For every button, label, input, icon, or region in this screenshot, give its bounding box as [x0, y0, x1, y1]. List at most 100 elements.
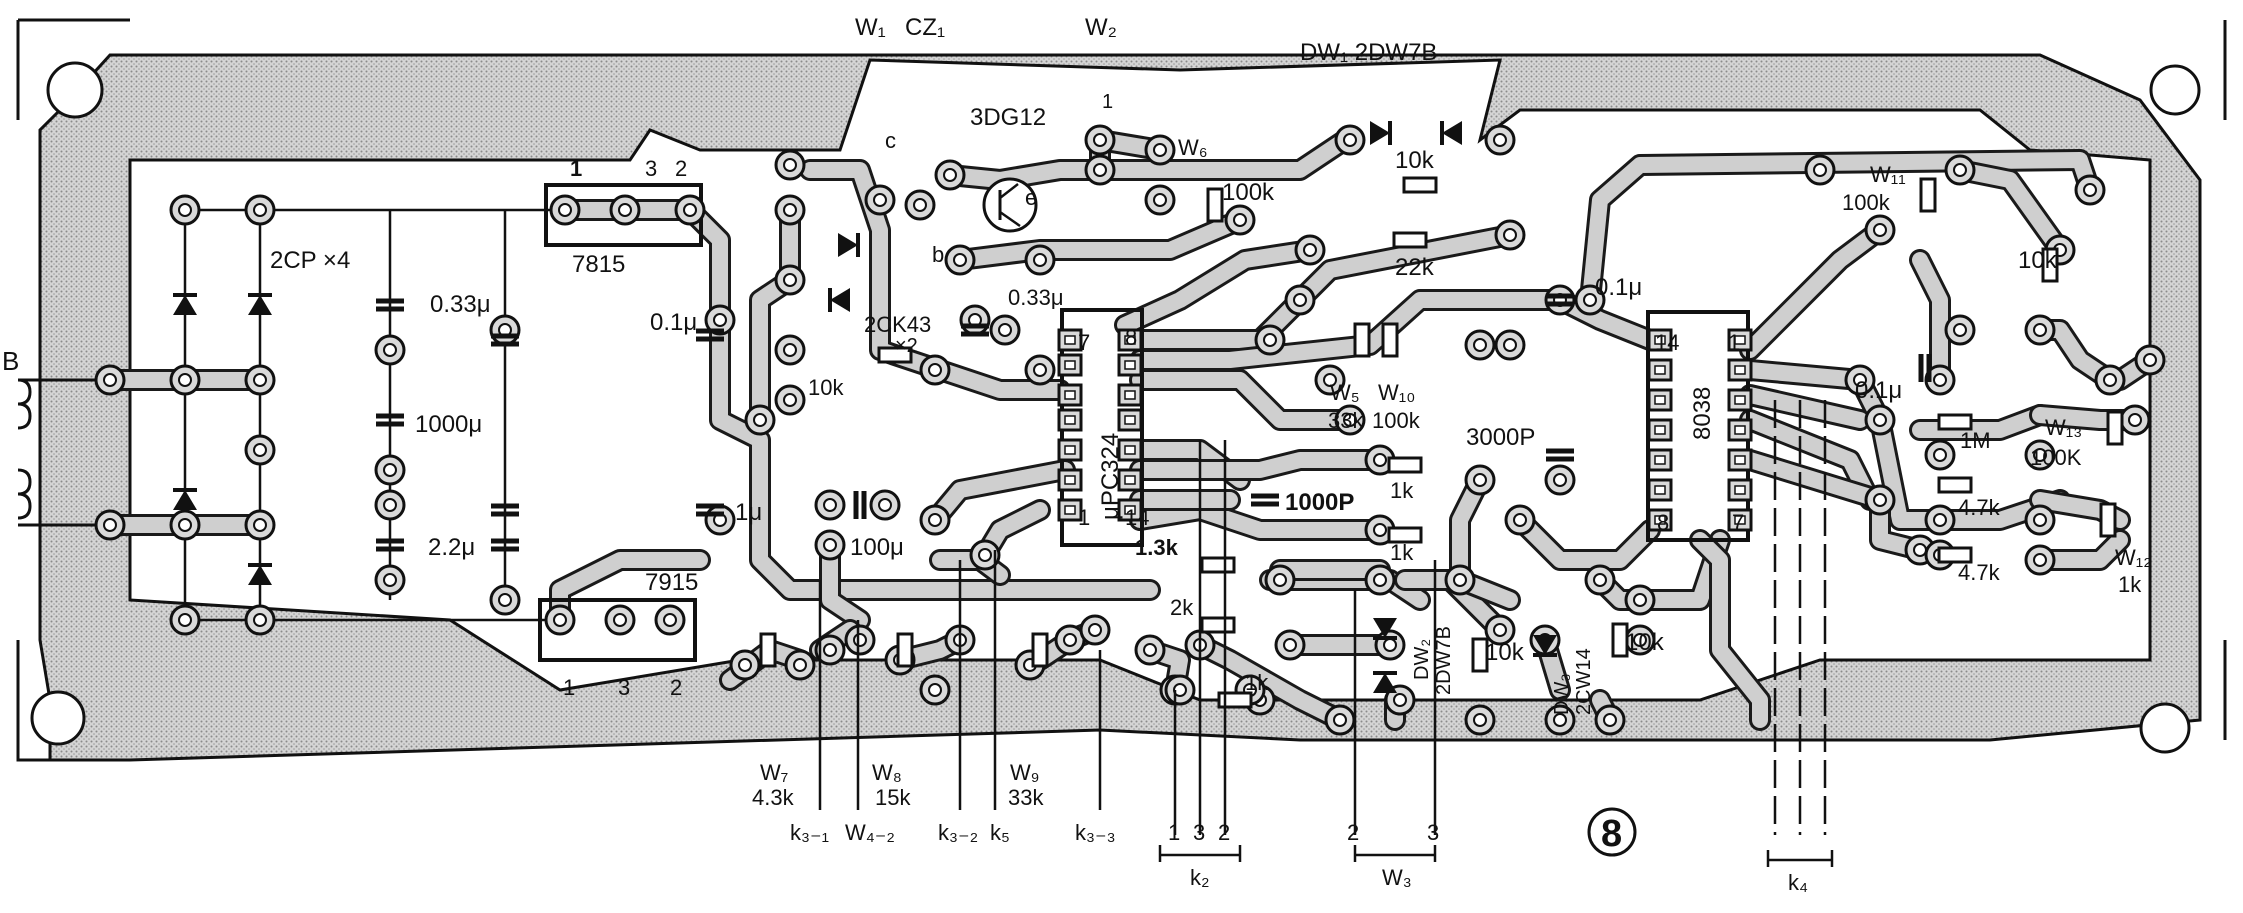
pad-hole [1873, 493, 1887, 507]
pot-w12 [2099, 502, 2117, 538]
mount-hole-tl [46, 61, 104, 119]
ic-pad-hole [1064, 360, 1076, 370]
label-w2: W₂ [1085, 14, 1117, 41]
label-b: b [932, 242, 944, 267]
pad-hole [383, 573, 397, 587]
pad-hole [1233, 213, 1247, 227]
ic-pad-hole [1734, 425, 1746, 435]
ic-pad-hole [1064, 475, 1076, 485]
label-pin1: 1 [1102, 91, 1113, 113]
pad-hole [2103, 373, 2117, 387]
resistor [1217, 691, 1253, 709]
track-fill [1742, 387, 1868, 428]
pad-hole [1933, 448, 1947, 462]
track-fill [752, 202, 798, 428]
track-fill [1132, 502, 1388, 538]
bridge-label: 2CP ×4 [270, 247, 350, 274]
pad-hole [1503, 338, 1517, 352]
ic-pad-hole [1654, 335, 1666, 345]
track-fill [942, 132, 1353, 188]
bridge-diode [248, 563, 272, 585]
label-3dg12: 3DG12 [970, 104, 1046, 131]
cap-label: 1000P [1285, 489, 1354, 516]
diode-body [1442, 121, 1462, 145]
ic-pin: 7 [1078, 330, 1090, 355]
pad-hole [1343, 133, 1357, 147]
cap [376, 538, 404, 552]
ic-pad-hole [1064, 415, 1076, 425]
label-w6: W₆ [1178, 135, 1208, 160]
track-fill [802, 162, 1068, 398]
resistor [2041, 247, 2059, 283]
pad-hole [1853, 373, 1867, 387]
pad-hole [1553, 713, 1567, 727]
label-k33: k₃₋₃ [1075, 820, 1116, 845]
diode-body [1370, 121, 1390, 145]
ic-pin: 8 [1657, 510, 1669, 535]
ic-pin: 1 [1728, 330, 1740, 355]
pot-value: 1k [2118, 572, 2142, 597]
ic-pad-hole [1654, 485, 1666, 495]
pad-hole [1283, 638, 1297, 652]
zener-label: 2CW14 [1573, 648, 1595, 715]
pad-hole [103, 373, 117, 387]
pad-hole [1583, 293, 1597, 307]
ic-pad-hole [1734, 485, 1746, 495]
pad-hole [1493, 623, 1507, 637]
figure-number-circle [1587, 807, 1637, 857]
track-fill [1912, 252, 1948, 388]
ic-pad-hole [1064, 505, 1076, 515]
cap-label: 1000μ [415, 411, 482, 438]
pot-name: W₁₁ [1870, 162, 1906, 187]
cap [1546, 293, 1574, 307]
resistor [1206, 187, 1224, 223]
pad-hole [1593, 573, 1607, 587]
pad-hole [383, 463, 397, 477]
cap [376, 413, 404, 427]
pad-hole [1473, 338, 1487, 352]
ic-pad-hole [1124, 505, 1136, 515]
pad-hole [558, 203, 572, 217]
pad-hole [1383, 638, 1397, 652]
label-c: c [885, 128, 896, 153]
pot-value: 4.3k [752, 785, 795, 810]
pad-hole [498, 593, 512, 607]
ic-pad-hole [1124, 445, 1136, 455]
mount-hole-br [2139, 702, 2191, 754]
pad-hole [1933, 373, 1947, 387]
pad-hole [943, 168, 957, 182]
pad-hole [1093, 163, 1107, 177]
pot-name: W₅ [1330, 380, 1360, 405]
pad-hole [738, 658, 752, 672]
res-label: 1k [1390, 478, 1414, 503]
diode-body [1373, 673, 1397, 693]
resistor [1402, 176, 1438, 194]
res-label: 4.7k [1958, 495, 2001, 520]
ic-pad-hole [1124, 475, 1136, 485]
pad-hole [793, 658, 807, 672]
cap-label: 1μ [735, 499, 762, 526]
k2-pin: 3 [1193, 820, 1205, 845]
pot-value: 15k [875, 785, 911, 810]
track-fill [822, 537, 868, 628]
diode-body [173, 490, 197, 510]
ic-pad-hole [1124, 415, 1136, 425]
pad-hole [998, 323, 1012, 337]
diode-label: ×2 [895, 335, 918, 357]
pad-hole [1493, 133, 1507, 147]
pad-hole [1633, 633, 1647, 647]
track-fill [1132, 372, 1358, 428]
resistor [877, 346, 913, 364]
label-w1: W₁ [855, 14, 886, 41]
pot-name: W₉ [1010, 760, 1040, 785]
resistor [1200, 616, 1236, 634]
pad-hole [1953, 323, 1967, 337]
zener-label: 2DW7B [1433, 626, 1455, 695]
bridge-diode [173, 293, 197, 315]
pad-hole [683, 203, 697, 217]
ic-pin: 14 [1125, 505, 1149, 530]
pad-hole [1603, 713, 1617, 727]
pad-hole [713, 313, 727, 327]
pad-hole [1813, 163, 1827, 177]
